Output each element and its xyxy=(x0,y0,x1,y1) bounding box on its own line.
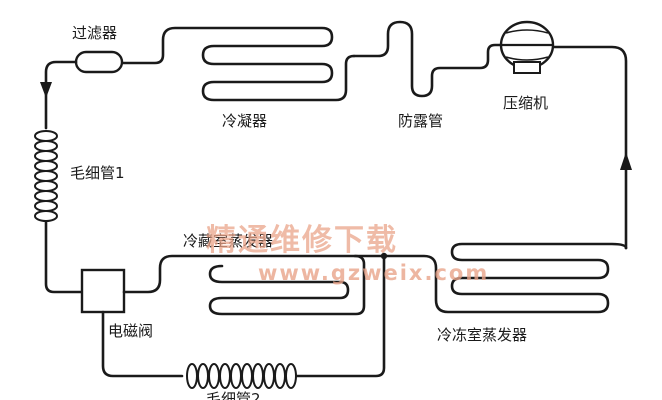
valve-to-refrigerator-pipe xyxy=(122,254,366,316)
compressor-inlet-pipe xyxy=(352,20,503,98)
filter-outlet-pipe xyxy=(44,60,78,130)
label-compressor: 压缩机 xyxy=(503,94,548,112)
valve-to-capillary-2-pipe xyxy=(101,310,184,378)
label-capillary-1: 毛细管1 xyxy=(70,164,125,182)
solenoid-valve xyxy=(80,268,126,314)
label-capillary-2: 毛细管2 xyxy=(206,390,261,400)
compressor xyxy=(499,20,555,74)
capillary-1-coil xyxy=(34,130,58,222)
capillary-2-outlet-pipe xyxy=(295,254,386,378)
watermark-text: 精通维修下载 xyxy=(206,223,398,258)
label-condenser: 冷凝器 xyxy=(222,112,267,130)
label-refrigerator-evaporator: 冷藏室蒸发器 xyxy=(183,232,273,250)
capillary-1-outlet-pipe xyxy=(44,220,84,294)
freezer-evaporator-coil xyxy=(382,242,628,314)
watermark-url: www.gzweix.com xyxy=(258,261,489,285)
compressor-outlet-pipe xyxy=(549,45,628,250)
capillary-2-coil xyxy=(186,363,297,389)
condenser-coil xyxy=(118,26,356,102)
label-solenoid-valve: 电磁阀 xyxy=(108,322,153,340)
filter xyxy=(74,50,124,74)
label-anti-condensation-pipe: 防露管 xyxy=(398,112,443,130)
flow-arrow-up-icon xyxy=(620,152,632,170)
flow-arrow-down-icon xyxy=(40,82,52,98)
label-filter: 过滤器 xyxy=(72,24,117,42)
label-freezer-evaporator: 冷冻室蒸发器 xyxy=(437,326,527,344)
